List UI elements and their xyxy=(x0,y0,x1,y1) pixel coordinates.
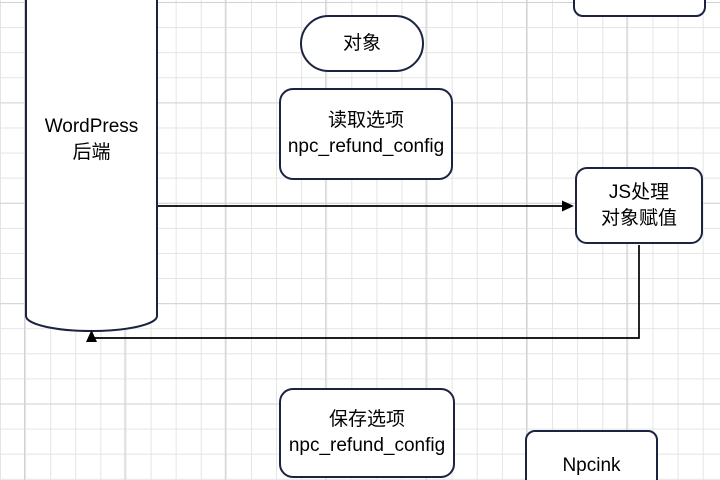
js-process-label-line2: 对象赋值 xyxy=(600,207,677,229)
save-option-label-line1: 保存选项 xyxy=(328,409,405,430)
wordpress-backend-label: WordPress 后端 xyxy=(26,114,157,166)
save-option-label-line2: npc_refund_config xyxy=(288,435,446,456)
read-option-node[interactable]: 读取选项 npc_refund_config xyxy=(279,88,453,180)
object-terminator-node[interactable]: 对象 xyxy=(300,15,424,72)
object-terminator-label: 对象 xyxy=(342,32,381,54)
npcink-label: Npcink xyxy=(562,455,621,476)
wordpress-backend-label-line1: WordPress xyxy=(44,116,139,137)
js-process-label-line1: JS处理 xyxy=(608,181,670,203)
connector-js-to-backend[interactable] xyxy=(91,245,640,339)
arrowhead-right-icon xyxy=(562,200,574,212)
arrowhead-up-icon xyxy=(86,330,97,342)
js-process-node[interactable]: JS处理 对象赋值 xyxy=(575,167,703,244)
npcink-node[interactable]: Npcink xyxy=(525,430,658,480)
wordpress-backend-label-line2: 后端 xyxy=(72,142,111,163)
read-option-label-line2: npc_refund_config xyxy=(287,136,445,157)
read-option-label-line1: 读取选项 xyxy=(327,110,404,131)
save-option-node[interactable]: 保存选项 npc_refund_config xyxy=(279,388,455,478)
top-right-partial-node[interactable] xyxy=(573,0,706,17)
